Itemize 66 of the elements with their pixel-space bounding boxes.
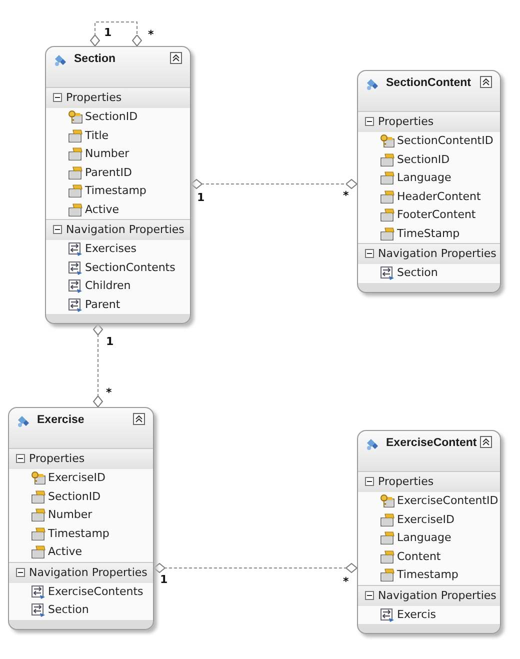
compartment-heading: Properties: [378, 115, 434, 128]
navigation-property: Section: [48, 603, 89, 616]
property-name: Number: [48, 508, 92, 521]
navigation-compartment: [46, 219, 190, 314]
entity-title: Section: [74, 53, 116, 65]
multiplicity-label: 1: [104, 26, 112, 39]
multiplicity-label: *: [343, 189, 349, 202]
navigation-compartment: [9, 562, 153, 620]
property-name: ExerciseContentID: [397, 494, 498, 507]
property-name: HeaderContent: [397, 190, 481, 202]
navigation-property: Exercises: [85, 242, 137, 255]
entity-box: [357, 70, 501, 292]
entity-title: Exercise: [37, 414, 84, 426]
navigation-property: Section: [397, 266, 438, 279]
compartment-heading: Properties: [378, 475, 434, 488]
properties-compartment: [9, 448, 153, 562]
multiplicity-label: 1: [197, 191, 205, 204]
property-name: Language: [397, 531, 452, 544]
entity-title: ExerciseContent: [386, 437, 477, 449]
property-name: ExerciseID: [397, 512, 454, 526]
property-name: SectionID: [48, 490, 101, 502]
properties-compartment: [46, 87, 190, 219]
association-line: [190, 179, 358, 189]
navigation-compartment: [358, 243, 500, 282]
property-name: SectionID: [397, 152, 450, 166]
navigation-property: Exercis: [397, 608, 436, 620]
compartment-heading: Properties: [66, 91, 122, 104]
navigation-property: Children: [85, 279, 131, 292]
property-name: Content: [397, 550, 441, 562]
navigation-property: Parent: [85, 298, 120, 310]
property-name: Timestamp: [397, 568, 458, 581]
compartment-heading: Navigation Properties: [66, 223, 184, 236]
property-name: Timestamp: [85, 184, 146, 197]
compartment-heading: Navigation Properties: [378, 588, 496, 602]
compartment-heading: Navigation Properties: [378, 247, 496, 260]
compartment-heading: Properties: [29, 452, 85, 465]
properties-compartment: [358, 471, 500, 584]
property-name: FooterContent: [397, 208, 476, 221]
property-name: Active: [85, 202, 120, 216]
property-name: SectionContentID: [397, 134, 494, 147]
entity-box: [8, 407, 154, 630]
multiplicity-label: 1: [160, 573, 168, 586]
property-name: ExerciseID: [48, 471, 106, 484]
property-name: Number: [85, 147, 130, 160]
property-name: TimeStamp: [397, 226, 460, 240]
property-name: Title: [85, 128, 109, 142]
entity-box: [45, 46, 191, 324]
multiplicity-label: *: [148, 28, 154, 41]
property-name: Active: [48, 545, 82, 558]
property-name: Language: [397, 171, 452, 184]
association-line: [93, 324, 103, 408]
navigation-property: ExerciseContents: [48, 584, 144, 598]
multiplicity-label: *: [343, 575, 349, 588]
multiplicity-label: 1: [106, 335, 114, 348]
property-name: SectionID: [85, 110, 138, 123]
entity-box: [357, 430, 501, 634]
association-line: [90, 22, 142, 46]
association-line: [154, 563, 358, 573]
properties-compartment: [358, 111, 500, 243]
navigation-property: SectionContents: [85, 260, 176, 274]
entity-title: SectionContent: [386, 77, 471, 89]
property-name: Timestamp: [48, 526, 110, 540]
property-name: ParentID: [85, 166, 132, 178]
navigation-compartment: [358, 584, 500, 624]
compartment-heading: Navigation Properties: [29, 566, 148, 578]
multiplicity-label: *: [106, 386, 112, 399]
